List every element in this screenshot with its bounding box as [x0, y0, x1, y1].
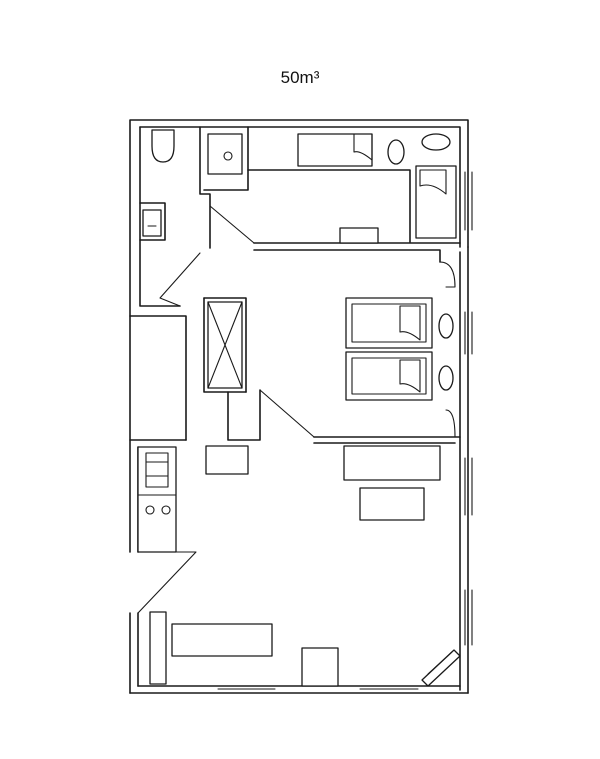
tv-unit [149, 611, 167, 685]
toilet-icon [151, 129, 175, 163]
bed-4-pillow [438, 365, 454, 391]
bedroom-2-furniture [345, 297, 454, 401]
coffee-table [359, 487, 425, 521]
sideboard [343, 445, 441, 481]
bedroom-1-furniture [297, 133, 457, 244]
bed-1 [297, 133, 373, 167]
interior-walls [139, 126, 461, 444]
kitchen-counter [137, 446, 177, 553]
wardrobe [207, 301, 243, 389]
bathroom-fixtures [142, 129, 243, 237]
hob-icon [145, 505, 155, 515]
bed-3-pillow [438, 313, 454, 339]
bed-2 [415, 165, 457, 239]
armchair [301, 647, 339, 687]
windows [217, 171, 473, 690]
sink-cabinet [207, 133, 243, 175]
bed-4 [345, 351, 433, 401]
wash-basin [142, 209, 162, 237]
cabinet [205, 445, 249, 475]
kitchen-sink [145, 452, 169, 488]
desk-1 [339, 227, 379, 244]
bed-2-pillow [421, 133, 451, 151]
sofa [171, 623, 273, 657]
floor-area-title: 50m³ [280, 68, 320, 87]
doors [137, 205, 456, 614]
living-kitchen-furniture [137, 445, 461, 687]
plant-stand [421, 649, 461, 687]
bed-1-pillow [387, 139, 405, 165]
